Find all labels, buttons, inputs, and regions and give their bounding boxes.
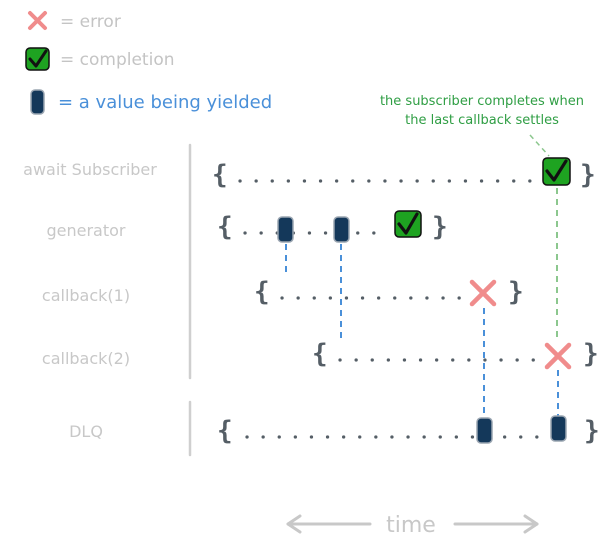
close-brace: } [584,416,600,446]
value-marble-icon [550,415,567,442]
open-brace: { [212,160,228,190]
open-brace: { [217,212,233,242]
open-brace: { [312,339,328,369]
legend-value-label: = a value being yielded [58,92,272,113]
legend-error-label: = error [60,12,121,32]
arrow-right-icon [453,514,539,534]
cross-icon [544,342,572,370]
row-labels: await Subscriber generator callback(1) c… [23,160,157,441]
error-legend-icon [28,11,47,30]
timeline-dlq: { } [217,415,600,446]
legend: = error = completion = a value being yie… [25,11,272,115]
open-brace: { [217,416,233,446]
note-line-2: the last callback settles [405,113,559,128]
note-pointer [529,134,550,157]
open-brace: { [254,277,270,307]
timeline-await-subscriber: { } [212,157,596,190]
row-label-await-subscriber: await Subscriber [23,160,157,179]
close-brace: } [432,212,448,242]
time-axis: time [286,513,539,538]
close-brace: } [580,160,596,190]
value-marble-icon [333,216,350,243]
timeline-callback-2: { } [312,339,599,370]
close-brace: } [583,339,599,369]
close-brace: } [508,277,524,307]
arrow-left-icon [286,514,372,534]
timeline-generator: { } [217,210,448,243]
cross-icon [469,279,497,307]
value-legend-icon [30,89,45,115]
checkmark-icon [394,210,422,238]
time-axis-label: time [386,513,436,538]
legend-completion-label: = completion [60,50,175,70]
row-label-callback-1: callback(1) [42,286,130,305]
note-line-1: the subscriber completes when [380,94,584,109]
value-marble-icon [277,216,294,243]
completion-legend-icon [25,47,50,71]
row-label-dlq: DLQ [69,422,103,441]
checkmark-icon [542,157,571,186]
value-marble-icon [476,417,493,444]
row-label-callback-2: callback(2) [42,349,130,368]
timeline-callback-1: { } [254,277,524,307]
connectors [285,188,559,418]
completion-note: the subscriber completes when the last c… [380,94,584,157]
row-label-generator: generator [46,221,125,240]
